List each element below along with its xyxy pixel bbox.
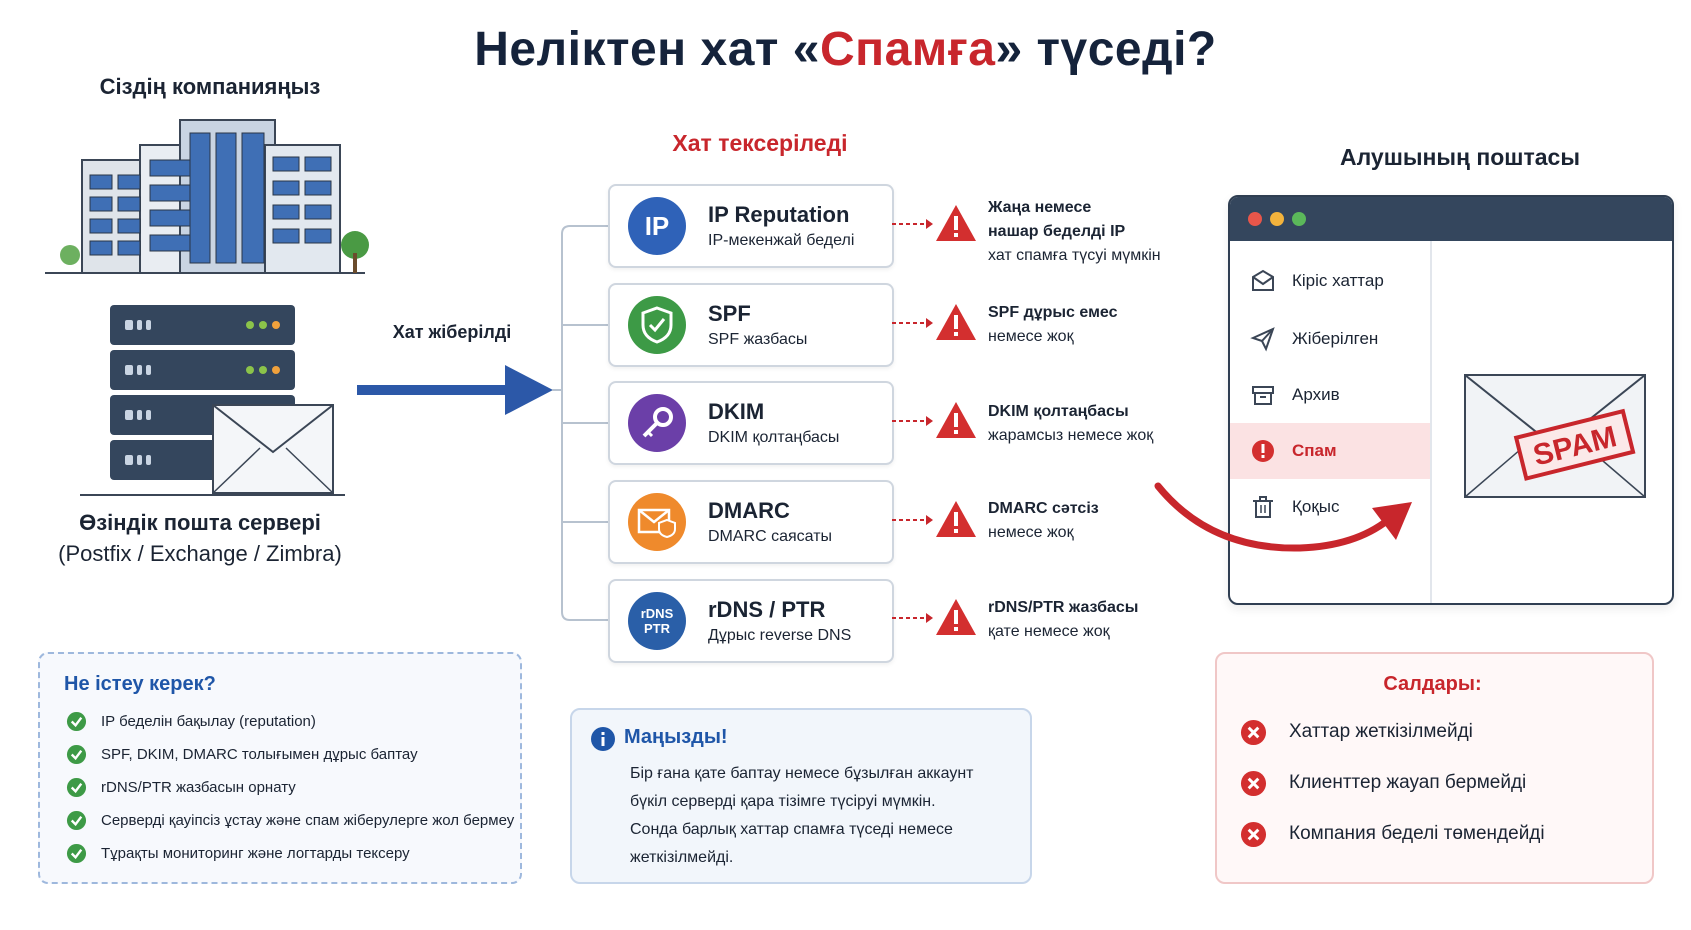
x-circle-icon <box>1240 770 1267 796</box>
check-name: rDNS / PTR <box>708 597 826 622</box>
window-titlebar <box>1230 197 1672 241</box>
server-label: Өзіндік пошта сервері <box>79 510 321 535</box>
warning-text-spf: SPF дұрыс емес немесе жоқ <box>988 304 1118 345</box>
folder-spam[interactable]: Спам <box>1230 423 1430 479</box>
check-circle-icon <box>66 711 87 731</box>
check-name: SPF <box>708 301 751 326</box>
warning-icon <box>936 205 976 241</box>
todo-title: Не істеу керек? <box>64 673 216 695</box>
maximize-dot-icon <box>1292 212 1306 226</box>
check-name: DMARC <box>708 498 790 523</box>
check-name: DKIM <box>708 399 765 424</box>
alert-icon <box>1252 440 1274 462</box>
trash-icon <box>1253 496 1273 518</box>
warning-text-ip: Жаңа немесе нашар беделді IP хат спамға … <box>988 199 1161 264</box>
warning-icon <box>936 402 976 438</box>
check-circle-icon <box>66 777 87 797</box>
check-name: IP Reputation <box>708 202 850 227</box>
page-title: Неліктен хат «Спамға» түседі? <box>474 23 1217 76</box>
warning-icon <box>936 501 976 537</box>
check-card-spf: SPF SPF жазбасы <box>608 283 894 367</box>
folder-trash[interactable]: Қоқыс <box>1230 479 1430 535</box>
folder-inbox[interactable]: Кіріс хаттар <box>1230 253 1430 309</box>
check-desc: Дұрыс reverse DNS <box>708 627 852 644</box>
check-card-ip: IP IP Reputation IP-мекенжай беделі <box>608 184 894 268</box>
mail-shield-icon <box>628 493 686 551</box>
key-icon <box>628 394 686 452</box>
important-panel <box>570 708 1032 884</box>
todo-item: Тұрақты мониторинг және логтарды тексеру <box>66 841 410 865</box>
check-desc: SPF жазбасы <box>708 331 808 348</box>
warning-text-rdns: rDNS/PTR жазбасы қате немесе жоқ <box>988 599 1139 640</box>
check-card-dkim: DKIM DKIM қолтаңбасы <box>608 381 894 465</box>
company-label: Сіздің компанияңыз <box>99 74 321 99</box>
check-desc: IP-мекенжай беделі <box>708 232 855 249</box>
warning-connectors <box>892 219 933 623</box>
shield-check-icon <box>628 296 686 354</box>
server-types-label: (Postfix / Exchange / Zimbra) <box>58 541 342 566</box>
important-title: Маңызды! <box>624 726 728 748</box>
send-icon <box>1250 327 1275 352</box>
warning-text-dmarc: DMARC сәтсіз немесе жоқ <box>988 500 1099 541</box>
checks-title: Хат тексеріледі <box>672 130 848 156</box>
important-text-line: Бір ғана қате баптау немесе бұзылған акк… <box>630 765 974 782</box>
important-text-line: Сонда барлық хаттар спамға түседі немесе <box>630 821 953 838</box>
todo-item: rDNS/PTR жазбасын орнату <box>66 775 296 799</box>
important-text-line: жеткізілмейді. <box>630 849 734 866</box>
consequence-item: Хаттар жеткізілмейді <box>1240 718 1473 746</box>
todo-item: Серверді қауіпсіз ұстау және спам жіберу… <box>66 808 514 832</box>
office-building-icon <box>45 119 369 274</box>
todo-panel <box>38 652 522 884</box>
check-circle-icon <box>66 744 87 764</box>
inbox-icon <box>1252 269 1274 291</box>
folder-sent[interactable]: Жіберілген <box>1230 311 1430 367</box>
mail-client-window: Кіріс хаттар Жіберілген Архив Спам Қоқыс… <box>1228 195 1674 605</box>
warning-icon <box>936 599 976 635</box>
warning-text-dkim: DKIM қолтаңбасы жарамсыз немесе жоқ <box>988 403 1154 444</box>
mail-sidebar: Кіріс хаттар Жіберілген Архив Спам Қоқыс <box>1230 241 1432 603</box>
check-desc: DMARC саясаты <box>708 528 833 545</box>
check-circle-icon <box>66 843 87 863</box>
x-circle-icon <box>1240 719 1267 745</box>
rdns-badge-icon: rDNS PTR <box>628 592 686 650</box>
todo-item: SPF, DKIM, DMARC толығымен дұрыс баптау <box>66 742 418 766</box>
consequences-panel <box>1215 652 1654 884</box>
ip-badge-icon: IP <box>628 197 686 255</box>
consequences-title: Салдары: <box>1383 673 1482 695</box>
recipient-title: Алушының поштасы <box>1340 144 1580 170</box>
x-circle-icon <box>1240 821 1267 847</box>
folder-archive[interactable]: Архив <box>1230 367 1430 423</box>
close-dot-icon <box>1248 212 1262 226</box>
check-card-dmarc: DMARC DMARC саясаты <box>608 480 894 564</box>
spam-arrow <box>1154 482 1412 552</box>
info-icon <box>591 727 615 751</box>
check-card-rdns: rDNS PTR rDNS / PTR Дұрыс reverse DNS <box>608 579 894 663</box>
mail-server-icon <box>80 305 345 496</box>
archive-icon <box>1252 386 1274 405</box>
todo-item: IP беделін бақылау (reputation) <box>66 709 316 733</box>
spam-envelope-icon: SPAM <box>1464 374 1646 498</box>
send-arrow <box>357 365 553 415</box>
sent-label: Хат жіберілді <box>392 322 512 342</box>
checks-connector <box>552 225 608 621</box>
check-circle-icon <box>66 810 87 830</box>
minimize-dot-icon <box>1270 212 1284 226</box>
check-desc: DKIM қолтаңбасы <box>708 429 840 446</box>
warning-icon <box>936 304 976 340</box>
consequence-item: Клиенттер жауап бермейді <box>1240 769 1526 797</box>
consequence-item: Компания беделі төмендейді <box>1240 820 1545 848</box>
important-text-line: бүкіл серверді қара тізімге түсіруі мүмк… <box>630 793 936 810</box>
